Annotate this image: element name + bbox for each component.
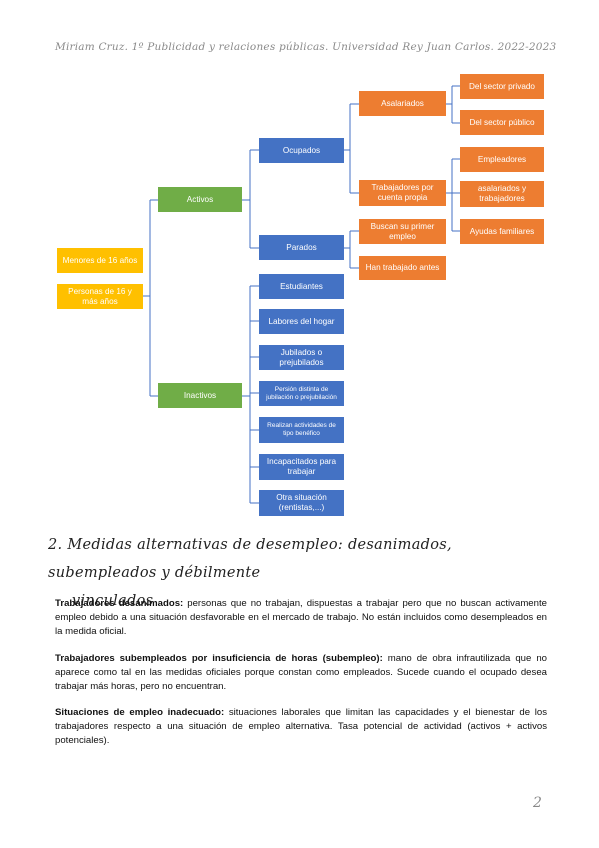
box-estudiantes: Estudiantes	[259, 274, 344, 299]
box-cuenta-propia: Trabajadores por cuenta propia	[359, 180, 446, 206]
section-title-line1: 2. Medidas alternativas de desempleo: de…	[48, 537, 452, 581]
section-title-line2: vinculados	[72, 593, 154, 609]
section-title: 2. Medidas alternativas de desempleo: de…	[48, 531, 558, 615]
box-jubilados: Jubilados o prejubilados	[259, 345, 344, 370]
box-incapacitados: Incapacitados para trabajar	[259, 454, 344, 480]
box-inactivos: Inactivos	[158, 383, 242, 408]
box-beneficas: Realizan actividades de tipo benéfico	[259, 417, 344, 443]
paragraph-empleo-inadecuado: Situaciones de empleo inadecuado: situac…	[55, 706, 547, 749]
box-labores-hogar: Labores del hogar	[259, 309, 344, 334]
text-desanimados: personas que no trabajan, dispuestas a t…	[55, 598, 547, 638]
box-personas-16-mas: Personas de 16 y más años	[57, 284, 143, 309]
text-empleo-inadecuado: situaciones laborales que limitan las ca…	[55, 707, 547, 747]
box-parados: Parados	[259, 235, 344, 260]
box-ocupados: Ocupados	[259, 138, 344, 163]
text-subempleados: mano de obra infrautilizada que no apare…	[55, 653, 547, 693]
paragraph-desanimados: Trabajadores desanimados: personas que n…	[55, 597, 547, 640]
box-asalariados: Asalariados	[359, 91, 446, 116]
box-trabajado-antes: Han trabajado antes	[359, 256, 446, 280]
box-primer-empleo: Buscan su primer empleo	[359, 219, 446, 244]
box-menores-16: Menores de 16 años	[57, 248, 143, 273]
term-subempleados: Trabajadores subempleados por insuficien…	[55, 653, 383, 664]
box-asalariados-trabajadores: asalariados y trabajadores	[460, 181, 544, 207]
box-otra-situacion: Otra situación (rentistas,...)	[259, 490, 344, 516]
paragraph-subempleados: Trabajadores subempleados por insuficien…	[55, 652, 547, 695]
page-header: Miriam Cruz. 1º Publicidad y relaciones …	[55, 41, 557, 53]
box-empleadores: Empleadores	[460, 147, 544, 172]
term-empleo-inadecuado: Situaciones de empleo inadecuado:	[55, 707, 225, 718]
box-sector-publico: Del sector público	[460, 110, 544, 135]
box-sector-privado: Del sector privado	[460, 74, 544, 99]
box-ayudas-familiares: Ayudas familiares	[460, 219, 544, 244]
term-desanimados: Trabajadores desanimados:	[55, 598, 184, 609]
box-activos: Activos	[158, 187, 242, 212]
page-number: 2	[533, 795, 542, 811]
box-pension: Persión distinta de jubilación o prejubi…	[259, 381, 344, 406]
